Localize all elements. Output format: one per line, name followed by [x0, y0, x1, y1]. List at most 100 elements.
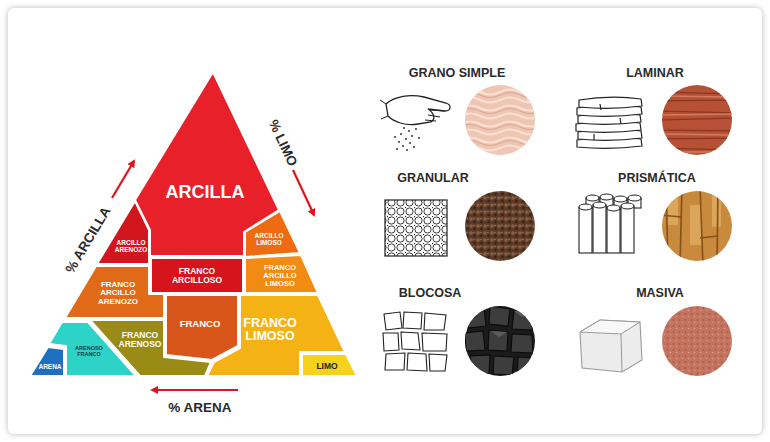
sand-photo-part-part [460, 93, 540, 98]
structure-heading: PRISMÁTICA [618, 171, 696, 185]
prismatic-sketch-part [628, 195, 641, 201]
blocky-sketch-part [424, 313, 446, 330]
single-grain-sketch-part-part [394, 136, 396, 138]
region-shape [207, 295, 345, 376]
axis-arrow-part [293, 170, 314, 215]
single-grain-sketch-part-part [415, 128, 417, 130]
prismatic-sketch-part [593, 205, 606, 253]
sand-photo-part-part [460, 106, 540, 111]
laminar-photo-part-part [660, 148, 740, 150]
prismatic-photo-part-part [712, 192, 721, 227]
laminar-photo-part [660, 92, 740, 150]
sand-photo-part-part [460, 90, 540, 95]
laminar-photo-part-part [660, 114, 740, 115]
region-shape [166, 295, 238, 360]
blocky-photo-part-part [465, 331, 485, 351]
region-fill [207, 295, 345, 376]
region-shape [245, 211, 300, 257]
sand-photo-part-part [460, 146, 540, 151]
massive-sketch-part [580, 320, 640, 334]
region-shape [30, 347, 64, 376]
silty-clay-loam-region: FRANCO ARCILLO LIMOSO [245, 255, 318, 293]
single-grain-sketch-part-part [411, 135, 413, 137]
texture-class-label: ARCILLO ARENOZO [113, 240, 149, 254]
laminar-sketch-part [579, 97, 642, 108]
clay-region: ARCILLA [135, 72, 279, 256]
texture-class-label: FRANCO ARCILLO ARENOZO [95, 281, 141, 306]
massive-sketch-part [621, 334, 622, 372]
silt-loam-region: FRANCO LIMOSO [207, 295, 345, 376]
prismatic-sketch-part [607, 205, 620, 211]
silt-region: LIMO [302, 354, 357, 376]
single-grain-sketch-part-part [409, 142, 411, 144]
texture-class-label: ARCILLA [150, 183, 260, 202]
axis-label: % ARENA [168, 400, 231, 415]
prismatic-photo-part-part [717, 186, 718, 266]
blocky-sketch-part [384, 312, 402, 330]
region-shape [302, 354, 357, 376]
blocky-photo-part-part [470, 355, 490, 374]
texture-class-label: FRANCO ARCILLOSO [169, 267, 225, 285]
blocky-photo-part [468, 308, 533, 337]
sand-photo-part [460, 90, 540, 151]
prismatic-sketch-part [621, 206, 634, 253]
single-grain-sketch-part [380, 100, 444, 121]
sand-photo-part-part [460, 98, 540, 103]
laminar-photo-part-part [660, 100, 740, 101]
laminar-photo-part-part [660, 92, 740, 94]
sand-photo-part-part [460, 130, 540, 135]
massive-sketch [580, 320, 642, 372]
blocky-photo-part-part [488, 330, 508, 351]
region-fill [245, 255, 318, 293]
blocky-sketch-part [429, 354, 447, 371]
region-fill [302, 354, 357, 376]
silty-clay-region: ARCILLO LIMOSO [245, 211, 300, 257]
structure-heading: LAMINAR [626, 66, 684, 80]
laminar-photo-part-part [660, 111, 740, 113]
prismatic-sketch-part [579, 207, 592, 253]
texture-class-label: ARENA [35, 364, 65, 371]
single-grain-sketch-part-part [408, 130, 410, 132]
sandy-clay-loam-region: FRANCO ARCILLO ARENOZO [65, 266, 164, 318]
prismatic-photo-part-part [668, 195, 678, 225]
texture-class-label: ARCILLO LIMOSO [249, 233, 289, 247]
blocky-sketch-part [383, 333, 399, 351]
region-shape [49, 322, 136, 376]
granular-sketch-part [385, 200, 447, 256]
region-fill [49, 322, 136, 376]
prismatic-photo-part-part [666, 186, 668, 266]
laminar-sketch-part [594, 104, 621, 140]
blocky-sketch-part [407, 353, 427, 371]
single-grain-sketch-part-part [405, 138, 407, 140]
sand-photo-part [460, 93, 540, 146]
structure-heading: BLOCOSA [399, 286, 462, 300]
prismatic-photo-part-part [660, 215, 682, 217]
sand-photo-part-part [460, 138, 540, 143]
single-grain-sketch-part-part [418, 137, 420, 139]
region-fill [245, 211, 300, 257]
blocky-sketch-part [403, 312, 422, 329]
prismatic-sketch-part [593, 202, 606, 208]
prismatic-photo-part-part [680, 186, 682, 266]
prismatic-sketch [579, 194, 641, 253]
axis-arrow-part [152, 389, 238, 391]
single-grain-sketch-part-part [413, 146, 415, 148]
blocky-sketch-part [422, 333, 447, 351]
laminar-photo-part-part [660, 118, 740, 120]
prismatic-sketch-part [614, 196, 627, 202]
prismatic-photo [657, 186, 737, 266]
loam-region: FRANCO [166, 295, 238, 360]
structure-heading: MASIVA [636, 286, 684, 300]
structure-heading: GRANO SIMPLE [409, 66, 506, 80]
blocky-photo-part-part [511, 334, 533, 353]
prismatic-sketch-part [600, 194, 613, 200]
laminar-photo-part-part [660, 96, 740, 97]
region-shape [135, 72, 279, 256]
prismatic-sketch-part [579, 204, 592, 210]
blocky-sketch [383, 312, 447, 371]
blocky-photo-part-part [489, 306, 510, 326]
blocky-photo-part-part [512, 310, 534, 330]
laminar-photo [657, 80, 740, 160]
sand-photo-part-part [460, 114, 540, 119]
